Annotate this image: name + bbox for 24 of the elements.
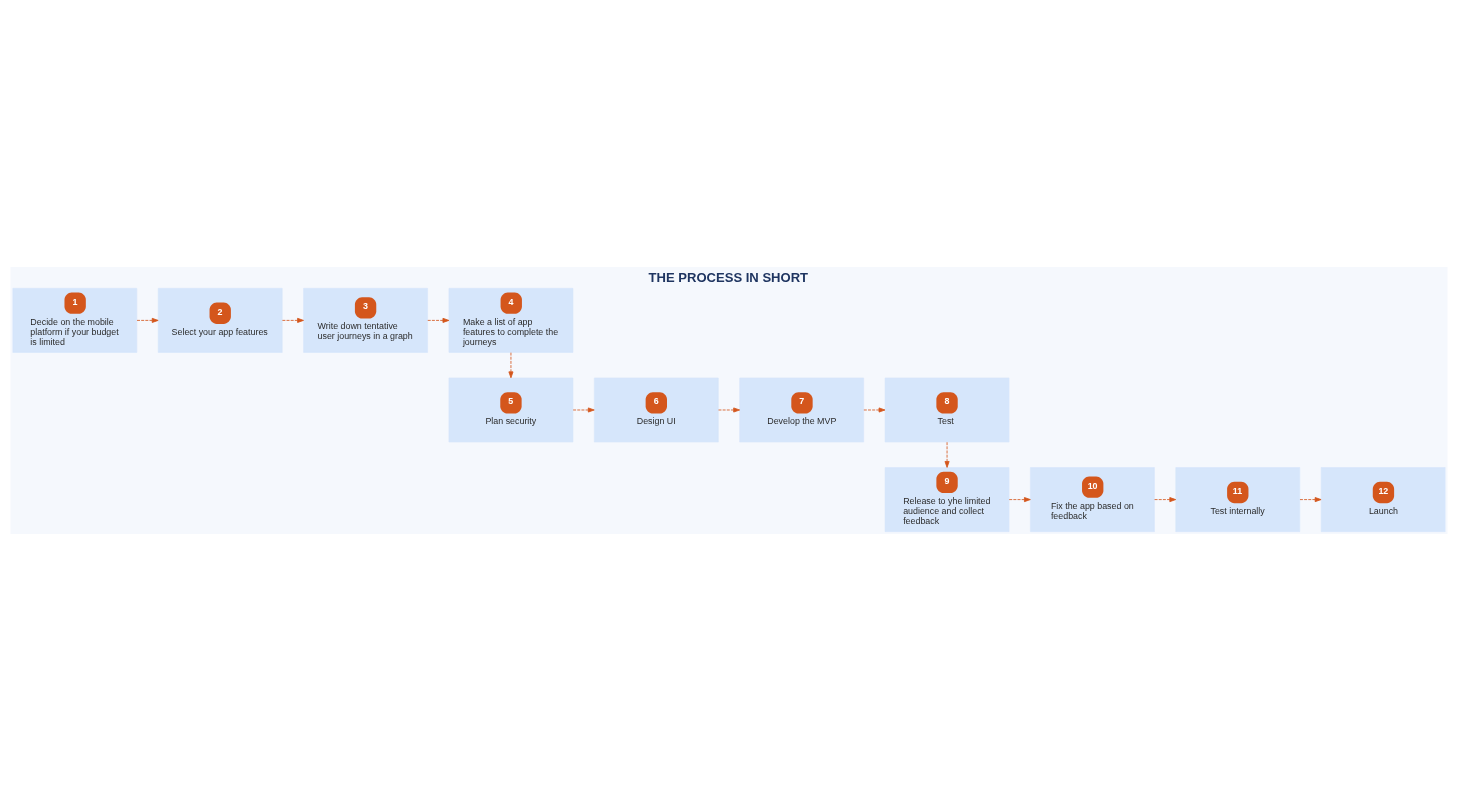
arrow: [718, 407, 741, 412]
node-box: 5 Plan security: [448, 377, 574, 442]
arrow: [572, 407, 595, 412]
node-box: 8 Test: [884, 377, 1010, 442]
node-box: 12 Launch: [1320, 466, 1446, 532]
diagram-title: THE PROCESS IN SHORT: [648, 269, 809, 285]
node-box: 2 Select your app features: [157, 287, 283, 353]
arrow: [1008, 496, 1031, 502]
node-box: 3 Write down tentative user journeys in a graph: [303, 287, 428, 353]
node-box: 7 Develop the MVP: [739, 377, 864, 442]
node-box: 1 Decide on the mobile platform if your budget is limited: [12, 287, 138, 353]
arrow: [136, 317, 159, 323]
arrow: [1154, 496, 1177, 502]
node-box: 4 Make a list of app features to complete the journeys: [448, 287, 574, 353]
arrow: [1299, 496, 1322, 502]
node-box: 6 Design UI: [594, 377, 719, 442]
node-box: 10 Fix the app based on feedback: [1030, 466, 1155, 532]
arrow: [427, 317, 450, 323]
arrow: [863, 407, 886, 412]
node-box: 11 Test internally: [1175, 466, 1301, 532]
node-box: 9 Release to yhe limited audience and collect feedback: [884, 466, 1010, 532]
arrow: [944, 441, 950, 468]
arrow: [281, 317, 304, 323]
arrow: [508, 351, 514, 378]
